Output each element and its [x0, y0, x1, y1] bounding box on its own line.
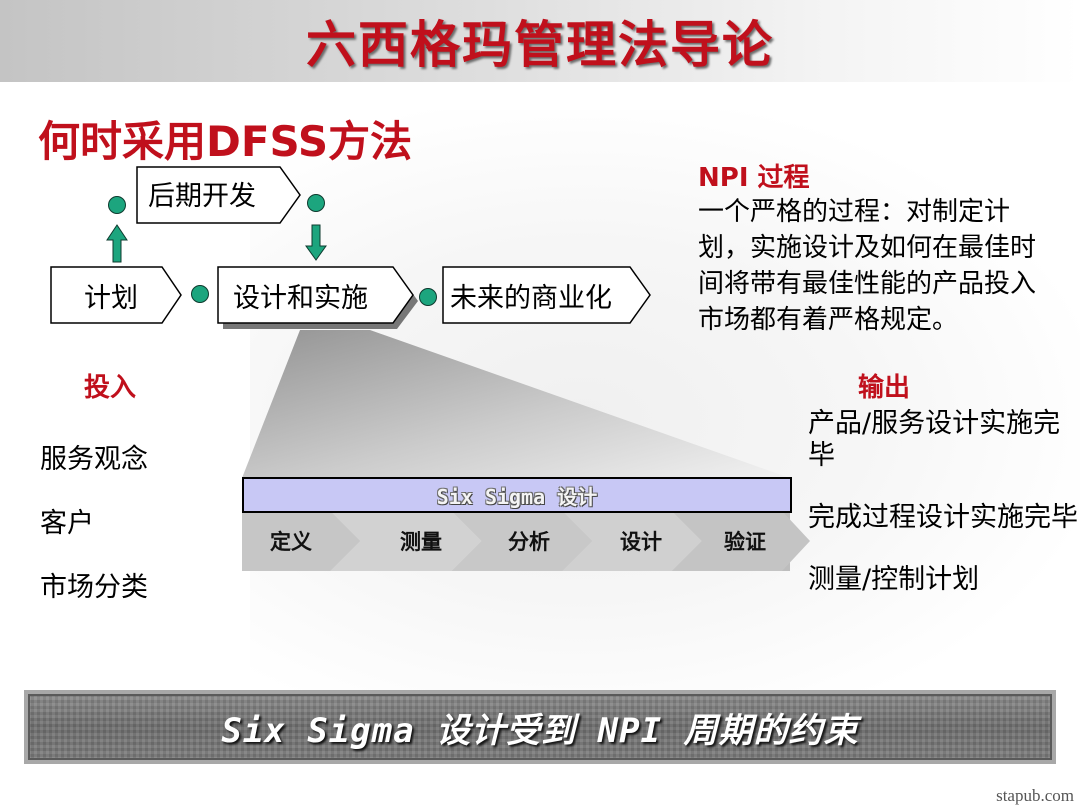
- flow-box-label: 未来的商业化: [450, 282, 612, 314]
- input-item: 客户: [40, 508, 94, 539]
- input-item: 服务观念: [40, 444, 148, 475]
- connector-dot: [108, 196, 126, 214]
- phase-design: 设计: [620, 530, 662, 554]
- outputs-heading: 输出: [858, 373, 911, 403]
- arrow-up-icon: [106, 224, 128, 263]
- phase-define: 定义: [270, 530, 312, 554]
- flow-box-plan: 计划: [50, 266, 182, 324]
- flow-box-late-development: 后期开发: [136, 166, 302, 224]
- dmadv-phase-strip: 定义 测量 分析 设计 验证: [242, 511, 812, 571]
- npi-heading: NPI 过程: [698, 163, 810, 193]
- page-title: 六西格玛管理法导论: [306, 16, 774, 74]
- phase-verify: 验证: [724, 530, 766, 554]
- inputs-list: 服务观念 客户 市场分类: [40, 437, 148, 629]
- flow-box-label: 计划: [84, 282, 138, 314]
- connector-dot: [307, 194, 325, 212]
- pentagon-arrow-shape: [442, 266, 651, 324]
- pentagon-arrow-shape: [217, 266, 418, 329]
- flow-box-future-commercialization: 未来的商业化: [442, 266, 652, 324]
- title-bar: 六西格玛管理法导论: [0, 0, 1080, 82]
- input-item: 市场分类: [40, 572, 148, 603]
- output-item: 测量/控制计划: [808, 564, 980, 595]
- phase-measure: 测量: [400, 530, 442, 554]
- six-sigma-design-bar: Six Sigma 设计: [242, 477, 792, 513]
- pentagon-arrow-shape: [136, 166, 301, 224]
- watermark: stapub.com: [996, 786, 1074, 805]
- outputs-list: 产品/服务设计实施完毕 完成过程设计实施完毕 测量/控制计划: [808, 408, 1078, 626]
- output-item: 产品/服务设计实施完毕: [808, 408, 1061, 471]
- inputs-heading: 投入: [84, 373, 137, 403]
- chevron-strip-shape: [242, 511, 810, 571]
- connector-dot: [191, 285, 209, 303]
- flow-box-design-implement: 设计和实施: [217, 266, 418, 329]
- phase-analyze: 分析: [508, 530, 550, 554]
- section-title: 何时采用DFSS方法: [38, 117, 413, 166]
- npi-description: 一个严格的过程：对制定计划，实施设计及如何在最佳时间将带有最佳性能的产品投入市场…: [698, 197, 1037, 335]
- arrow-down-icon: [305, 224, 327, 261]
- flow-box-label: 设计和实施: [233, 282, 368, 314]
- connector-dot: [419, 288, 437, 306]
- constraint-banner: Six Sigma 设计受到 NPI 周期的约束: [24, 690, 1056, 764]
- pentagon-arrow-shape: [50, 266, 182, 324]
- flow-box-label: 后期开发: [148, 180, 256, 212]
- output-item: 完成过程设计实施完毕: [808, 502, 1078, 533]
- banner-text: Six Sigma 设计受到 NPI 周期的约束: [221, 710, 859, 751]
